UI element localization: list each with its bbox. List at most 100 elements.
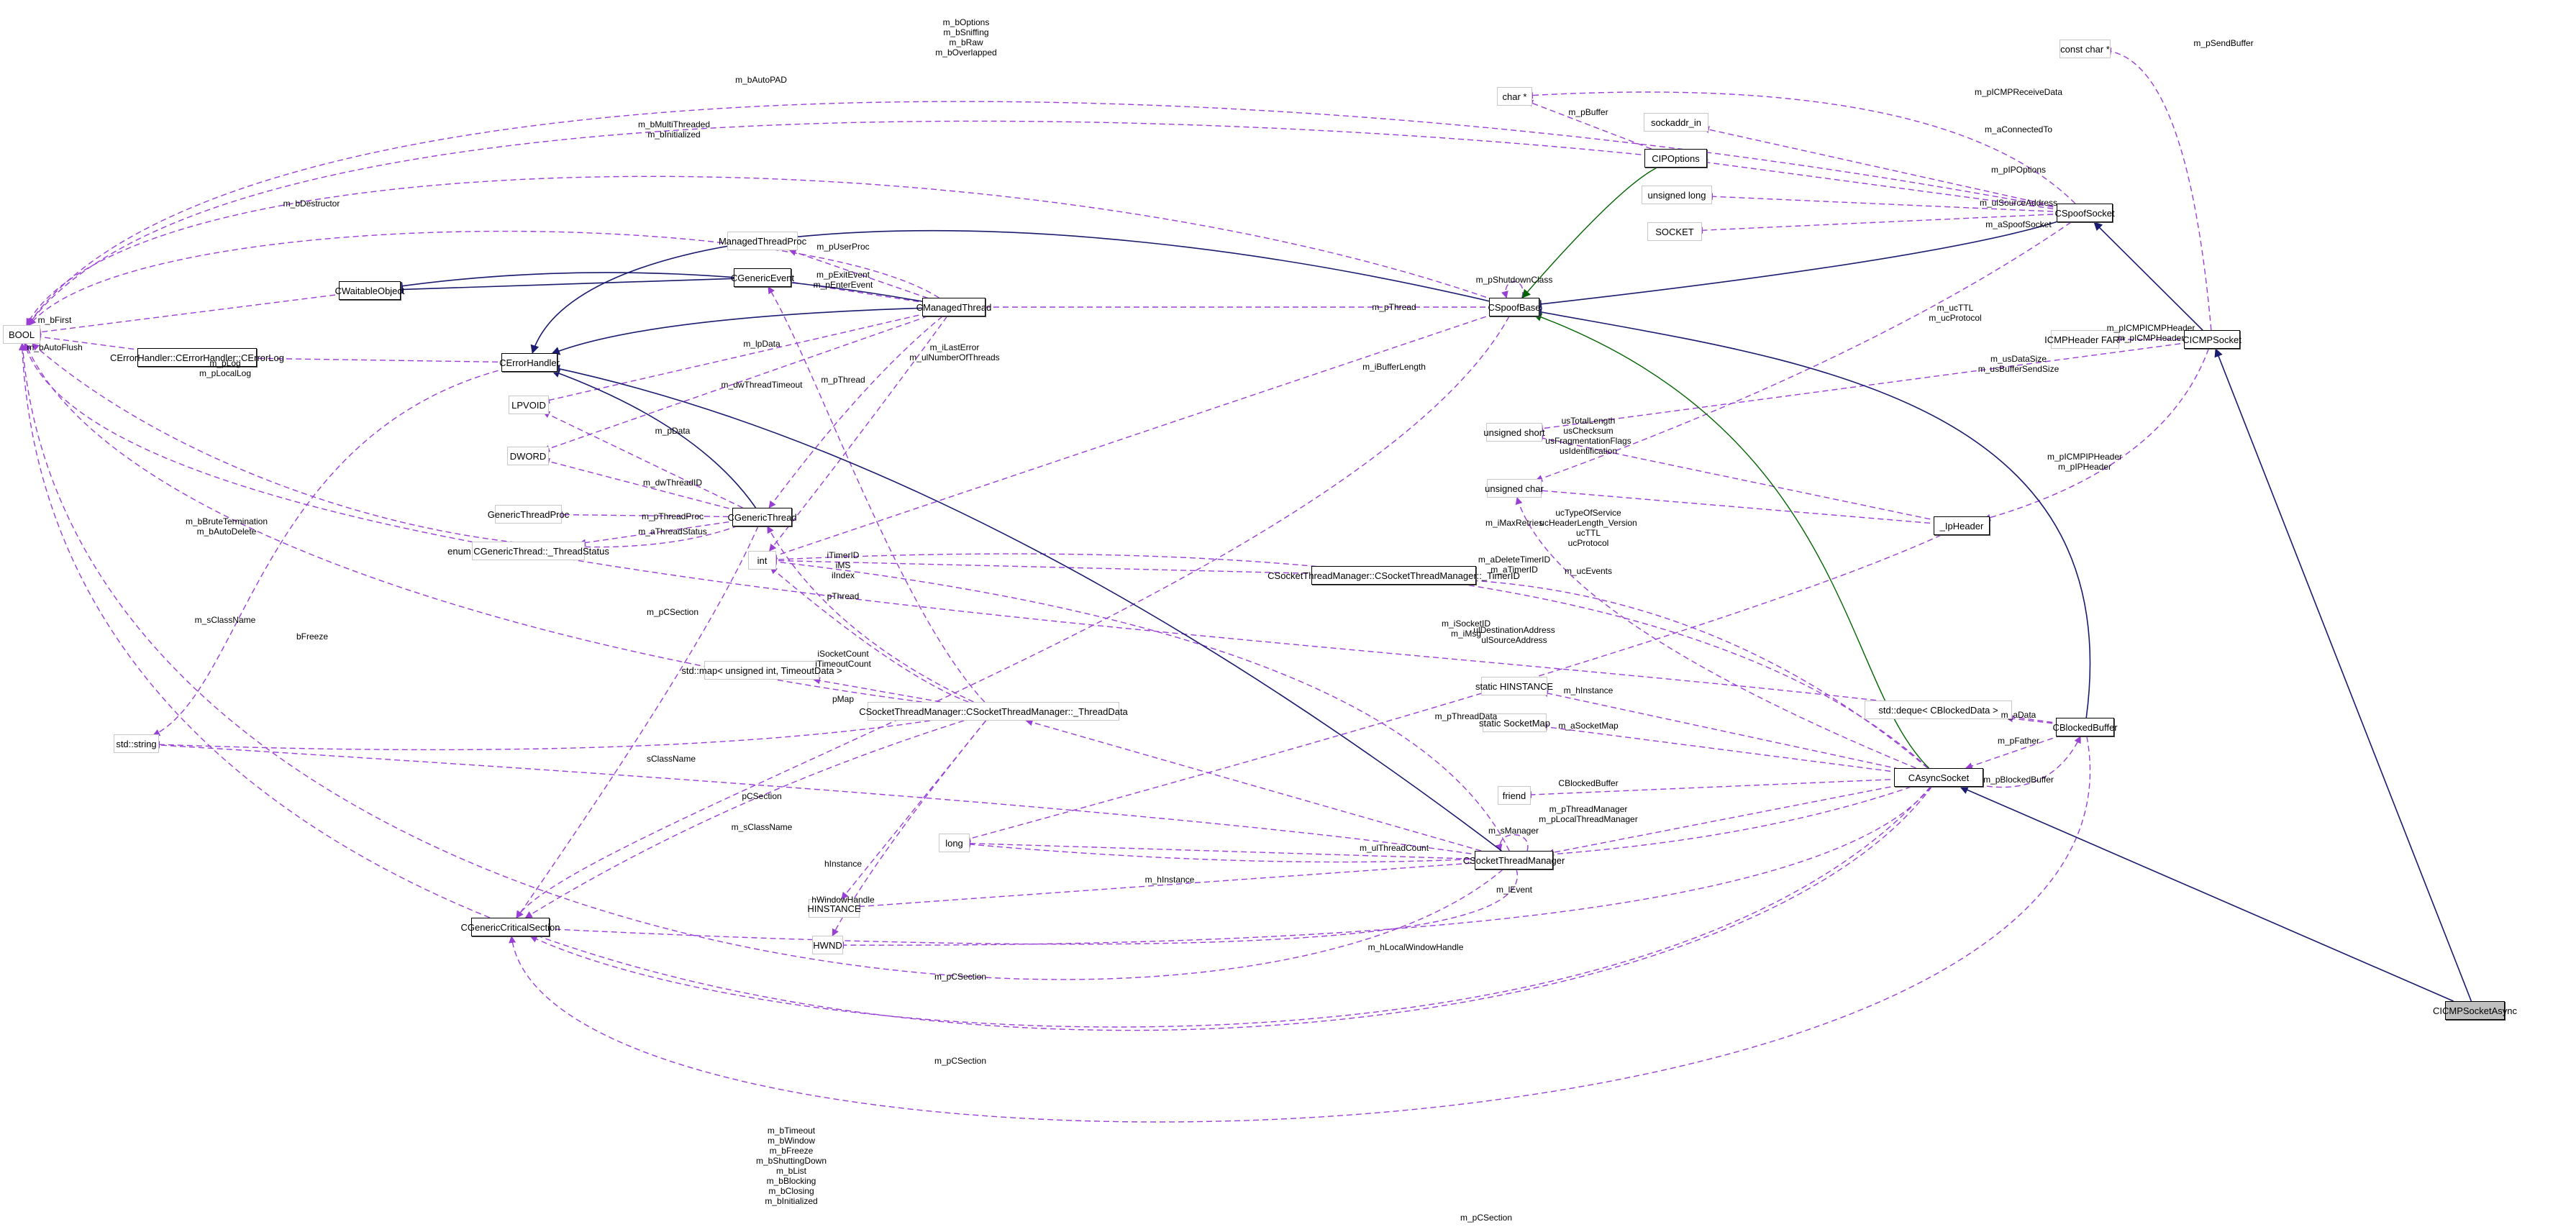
node-label: int [757,555,768,566]
node-label: CSocketThreadManager::CSocketThreadManag… [859,706,1128,717]
usage-edge-threaddata-to-cgenericthread [767,526,974,703]
edge-label: m_pShutdownClass [1475,275,1553,285]
usage-edge-threaddata-to-stdmap [813,677,941,703]
node-cipoptions[interactable]: CIPOptions [1644,149,1707,168]
usage-edge-cspoofsocket-to-unsignedlong [1706,193,2063,213]
node-cicmpsocket[interactable]: CICMPSocket [2183,330,2242,349]
node-cmanagedthread[interactable]: CManagedThread [916,298,991,316]
usage-edge-threaddata-to-stdstring [153,720,931,751]
edge-label: m_aThreadStatus [638,526,707,537]
inheritance-edge-cicmpsocketasync-to-cicmpsocket [2214,348,2472,1002]
node-cgenericevent[interactable]: CGenericEvent [731,268,794,287]
node-cwaitableobject[interactable]: CWaitableObject [334,281,405,300]
edge-label: hWindowHandle [811,895,875,905]
inheritance-edge-cicmpsocket-to-cspoofsocket [2093,222,2203,331]
usage-edge-csocketthreadmanager-to-long [963,839,1481,860]
edge-label: m_pThreadManager m_pLocalThreadManager [1539,804,1638,824]
node-cspoofbase[interactable]: CSpoofBase [1488,298,1541,316]
usage-edge-casyncsocket-to-friend [1524,778,1901,798]
edge-label: m_pThread [1372,302,1416,312]
node-label: HWND [813,939,842,951]
usage-edge-cmanagedthread-to-int [769,316,948,552]
edge-label: m_ulThreadCount [1359,843,1429,853]
usage-edge-csocketthreadmanager-to-int [770,558,1510,852]
edge-label: m_pCSection [1460,1213,1513,1223]
usage-edge-cipoptions-to-bool [27,120,1651,326]
edge-label: m_pThreadData [1434,711,1498,721]
usage-edge-cmanagedthread-to-dword [542,315,929,452]
usage-edge-csocketthreadmanager-to-cgenericcriticalsection [543,869,1519,945]
node-cerrorhandler[interactable]: CErrorHandler [499,353,560,372]
node-label: CErrorHandler::CErrorHandler::CErrorLog [109,352,285,363]
node-csocketthreadmanager[interactable]: CSocketThreadManager [1463,851,1565,870]
inheritance-edge-cipoptions-to-cspoofbase [1521,167,1657,298]
node-cicmpsocketasync[interactable]: CICMPSocketAsync [2433,1001,2517,1020]
node-label: char * [1502,91,1527,102]
usage-edge-cmanagedthread-to-lpvoid [542,312,929,404]
edge-label: m_usDataSize m_usBufferSendSize [1977,354,2060,374]
node-label: const char * [2060,43,2110,55]
edge-label: m_aSpoofSocket [1985,219,2052,229]
node-staticsocketmap: static SocketMap [1479,713,1550,732]
edge-label: m_sClassName [731,822,793,832]
usage-edge-threaddata-to-int [770,567,969,703]
usage-edge-cicmpsocket-to-constcharptr [2104,47,2212,331]
edge-label: m_bBruteTermination m_bAutoDelete [185,516,268,537]
edge-label: m_bAutoPAD [735,75,787,85]
usage-edge-cicmpsocket-to-ipheader [1983,348,2209,521]
usage-edge-threaddata-to-cgenericcriticalsection [524,720,965,918]
node-cgenericcriticalsection[interactable]: CGenericCriticalSection [461,918,560,936]
node-unsignedlong: unsigned long [1642,186,1712,204]
edge-label: m_pUserProc [816,242,870,252]
edge-label: hInstance [824,859,863,869]
usage-edge-csocketthreadmanager-to-hinstance [853,862,1481,911]
node-label: friend [1502,790,1526,801]
edge-label: m_bAutoFlush [27,342,83,352]
edge-label: m_bTimeout m_bWindow m_bFreeze m_bShutti… [755,1126,827,1206]
node-label: LPVOID [511,399,546,411]
node-managedthreadproc: ManagedThreadProc [719,232,806,250]
node-dword: DWORD [507,447,549,465]
node-ipheader[interactable]: _IpHeader [1934,516,1990,535]
node-label: unsigned long [1647,189,1706,201]
node-label: CSpoofSocket [2054,207,2115,219]
edge-label: usTotalLength usChecksum usFragmentation… [1545,416,1631,456]
node-label: DWORD [509,450,547,462]
node-label: std::map< unsigned int, TimeoutData > [681,665,842,676]
usage-edge-cgenericthread-to-threadstatus [578,520,739,547]
node-threaddata: CSocketThreadManager::CSocketThreadManag… [859,702,1128,721]
inheritance-edge-cblockedbuffer-to-cspoofbase [1533,308,2091,718]
node-cgenericthread[interactable]: CGenericThread [727,508,797,526]
edge-label: m_aSocketMap [1558,721,1619,731]
edge-label: m_bFirst [37,315,72,325]
node-cblockedbuffer[interactable]: CBlockedBuffer [2052,718,2118,736]
node-charptr: char * [1497,87,1532,106]
node-label: BOOL [8,329,35,340]
node-label: CManagedThread [916,301,992,313]
usage-edge-csocketthreadmanager-to-csocketthreadmanager [1495,834,1529,852]
node-cspoofsocket[interactable]: CSpoofSocket [2054,204,2115,222]
usage-edge-csocketthreadmanager-to-threaddata [1025,718,1482,852]
usage-edge-cgenericthread-to-cgenericcriticalsection [516,526,759,918]
usage-edge-cgenericthread-to-dword [542,457,739,511]
usage-edge-cmanagedthread-to-cgenericthread [768,316,943,508]
usage-edge-cerrorhandler-to-cerrorlog [250,355,508,363]
usage-edge-cspoofbase-to-bool [26,175,1496,326]
usage-edge-cerrorhandler-to-stdstring [153,368,508,736]
inheritance-edge-csocketthreadmanager-to-cerrorhandler [551,364,1502,852]
node-label: std::string [116,738,157,749]
usage-edge-cwaitableobject-to-bool [34,293,345,336]
edge-label: m_ulSourceAddress [1979,198,2058,208]
usage-edge-cspoofsocket-to-bool [27,101,2063,326]
node-threadstatus: enum CGenericThread::_ThreadStatus [447,542,609,560]
usage-edge-casyncsocket-to-cblockedbuffer [1977,736,2081,788]
usage-edge-ipheader-to-unsignedshort [1536,434,1940,522]
node-label: unsigned char [1485,483,1544,494]
edge-label: iTimerID iMS iIndex [827,550,860,580]
node-casyncsocket[interactable]: CAsyncSocket [1894,768,1983,787]
node-cerrorlog[interactable]: CErrorHandler::CErrorHandler::CErrorLog [110,348,284,367]
node-label: ManagedThreadProc [718,235,807,247]
node-timerid[interactable]: CSocketThreadManager::CSocketThreadManag… [1267,566,1520,585]
inheritance-edge-cicmpsocketasync-to-casyncsocket [1959,785,2454,1002]
edge-label: m_sManager [1488,826,1539,836]
